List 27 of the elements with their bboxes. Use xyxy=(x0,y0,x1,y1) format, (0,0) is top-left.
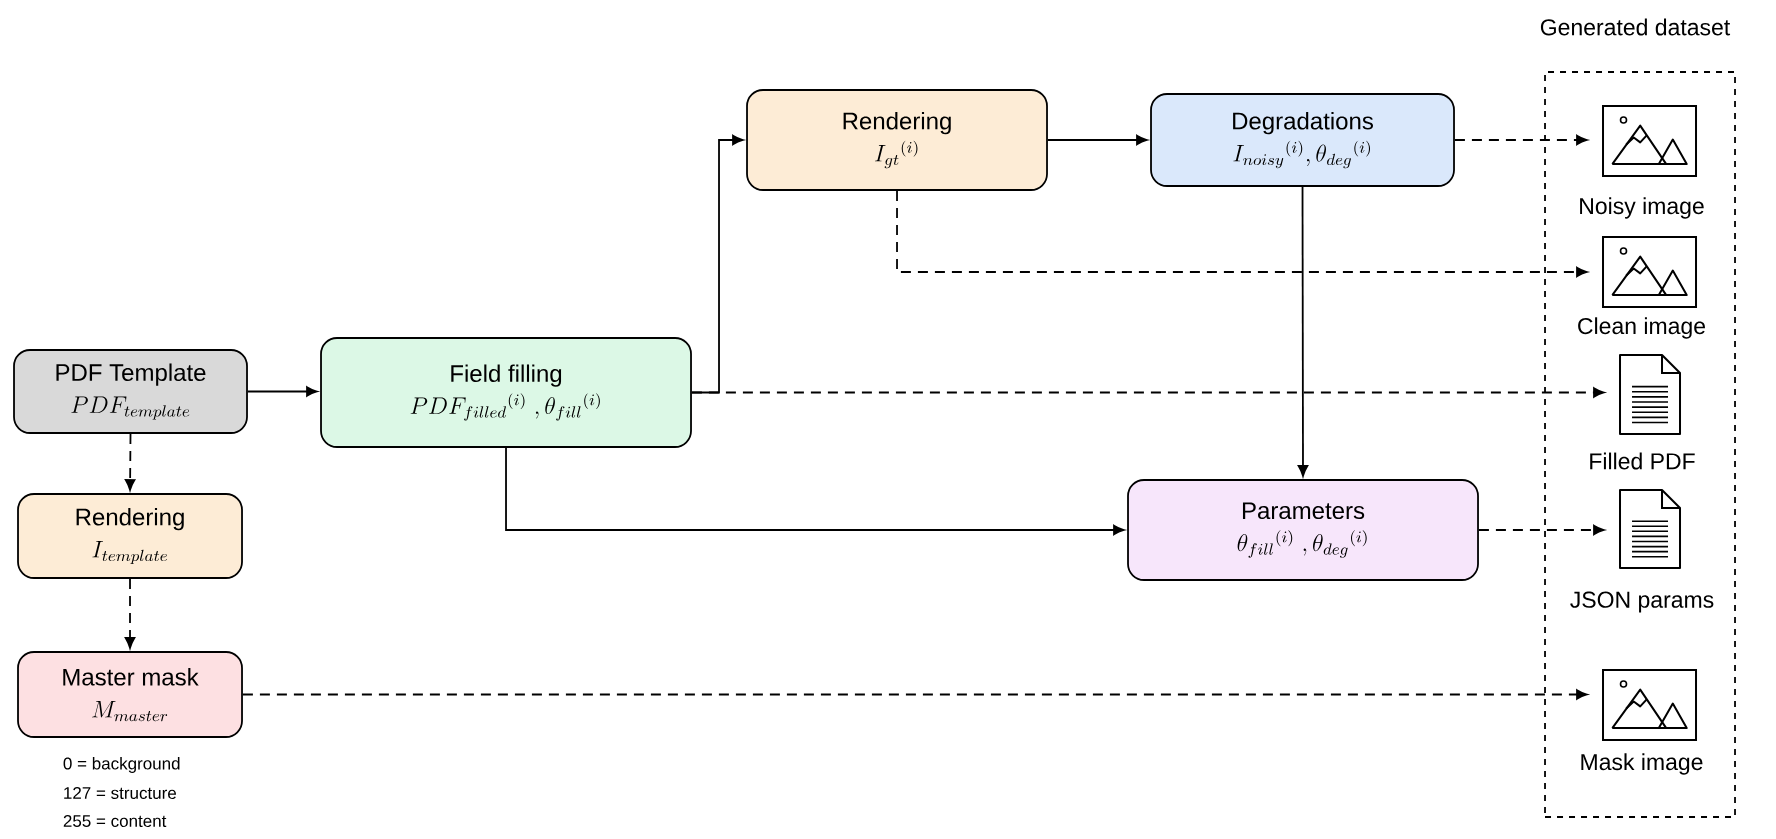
arrow xyxy=(691,387,1605,398)
icon-caption: Filled PDF xyxy=(1590,452,1695,470)
process-box: Master mask $M_{master}$ xyxy=(17,651,243,738)
arrow xyxy=(1454,134,1588,146)
arrow xyxy=(896,190,1588,278)
process-box: PDF Template $PDF_{template}$ xyxy=(13,349,248,434)
arrow xyxy=(242,689,1588,700)
icon-caption: JSON params xyxy=(1570,591,1714,613)
icon-caption: Mask image xyxy=(1581,753,1703,775)
arrow xyxy=(1478,524,1605,536)
process-box: Degradations $I_{noisy}{}^{(i)},\theta_{deg}{}^{(i)}$ xyxy=(1150,93,1455,187)
arrow xyxy=(247,386,318,397)
note-text: 0 = background xyxy=(63,757,180,773)
process-box: Rendering $I_{template}$ xyxy=(17,493,243,579)
arrow xyxy=(124,433,136,491)
arrow xyxy=(505,447,1125,536)
process-box: Field filling $PDF_{filled}{}^{(i)}\;,\theta_{fill}{}^{(i)}$ xyxy=(320,337,692,448)
frame-heading: Generated dataset xyxy=(1540,18,1731,36)
process-box: Parameters $\theta_{fill}{}^{(i)}\;,\theta_{deg}{}^{(i)}$ xyxy=(1127,479,1479,581)
icon-caption: Noisy image xyxy=(1580,197,1704,219)
note-text: 255 = content xyxy=(63,815,167,827)
arrow xyxy=(1297,186,1309,477)
note-text: 127 = structure xyxy=(64,787,176,799)
arrow xyxy=(1047,134,1148,146)
icon-caption: Clean image xyxy=(1578,317,1705,339)
arrow xyxy=(124,578,136,649)
process-box: Rendering $I_{gt}{}^{(i)}$ xyxy=(746,89,1048,191)
